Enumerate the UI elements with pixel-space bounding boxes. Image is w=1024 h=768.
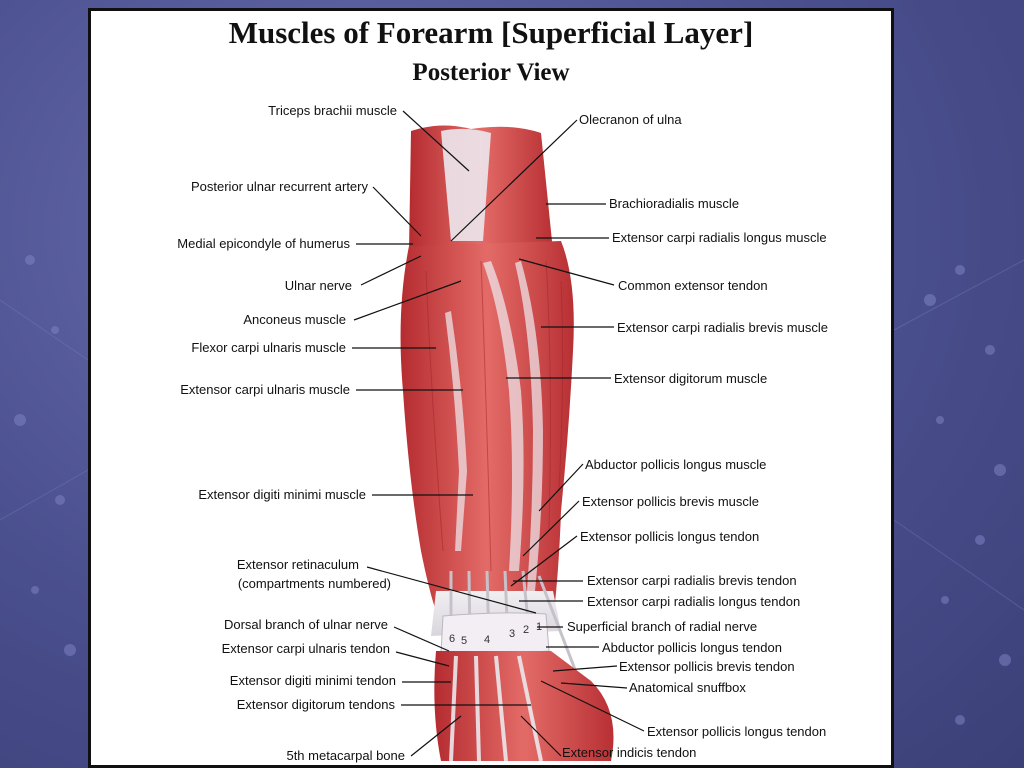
label-triceps-brachii: Triceps brachii muscle (268, 103, 397, 118)
label-extensor-retinaculum: Extensor retinaculum (236, 557, 359, 572)
label-dorsal-branch-ulnar-nerve: Dorsal branch of ulnar nerve (223, 617, 388, 632)
label-compartments-numbered: (compartments numbered) (237, 576, 391, 591)
compartment-4: 4 (484, 634, 490, 646)
compartment-5: 5 (461, 635, 467, 647)
label-common-extensor-tendon: Common extensor tendon (618, 278, 768, 293)
label-extensor-pollicis-longus-tendon-upper: Extensor pollicis longus tendon (580, 529, 760, 544)
diagram-panel: Muscles of Forearm [Superficial Layer] P… (88, 8, 894, 768)
label-ecrb-tendon: Extensor carpi radialis brevis tendon (587, 573, 797, 588)
compartment-2: 2 (523, 624, 529, 636)
label-superficial-radial-nerve: Superficial branch of radial nerve (567, 619, 758, 634)
label-extensor-digitorum-tendons: Extensor digitorum tendons (236, 697, 395, 712)
label-extensor-pollicis-brevis-tendon: Extensor pollicis brevis tendon (619, 659, 795, 674)
label-abductor-pollicis-longus-muscle: Abductor pollicis longus muscle (585, 457, 767, 472)
label-abductor-pollicis-longus-tendon: Abductor pollicis longus tendon (602, 640, 782, 655)
label-extensor-pollicis-longus-tendon-lower: Extensor pollicis longus tendon (647, 724, 827, 739)
label-flexor-carpi-ulnaris: Flexor carpi ulnaris muscle (191, 340, 346, 355)
label-posterior-ulnar-recurrent-artery: Posterior ulnar recurrent artery (190, 179, 368, 194)
forearm-illustration: 6 5 4 3 2 1 (352, 110, 645, 762)
diagram-subtitle: Posterior View (412, 59, 570, 86)
label-ecrl-muscle: Extensor carpi radialis longus muscle (612, 230, 827, 245)
label-olecranon: Olecranon of ulna (579, 112, 682, 127)
label-extensor-digitorum-muscle: Extensor digitorum muscle (614, 371, 768, 386)
label-extensor-digiti-minimi-muscle: Extensor digiti minimi muscle (198, 487, 366, 502)
label-ulnar-nerve: Ulnar nerve (284, 278, 352, 293)
label-extensor-pollicis-brevis-muscle: Extensor pollicis brevis muscle (582, 494, 760, 509)
diagram-title: Muscles of Forearm [Superficial Layer] (228, 15, 754, 50)
compartment-6: 6 (449, 633, 455, 645)
label-extensor-carpi-ulnaris-muscle: Extensor carpi ulnaris muscle (180, 382, 350, 397)
label-extensor-carpi-ulnaris-tendon: Extensor carpi ulnaris tendon (221, 641, 390, 656)
label-extensor-indicis-tendon: Extensor indicis tendon (562, 745, 697, 760)
label-5th-metacarpal: 5th metacarpal bone (286, 748, 405, 763)
label-medial-epicondyle: Medial epicondyle of humerus (177, 236, 350, 251)
compartment-3: 3 (509, 628, 515, 640)
label-ecrl-tendon: Extensor carpi radialis longus tendon (587, 594, 801, 609)
label-anatomical-snuffbox: Anatomical snuffbox (629, 680, 746, 695)
label-anconeus: Anconeus muscle (243, 312, 346, 327)
label-ecrb-muscle: Extensor carpi radialis brevis muscle (617, 320, 828, 335)
label-brachioradialis: Brachioradialis muscle (609, 196, 740, 211)
label-extensor-digiti-minimi-tendon: Extensor digiti minimi tendon (229, 673, 396, 688)
